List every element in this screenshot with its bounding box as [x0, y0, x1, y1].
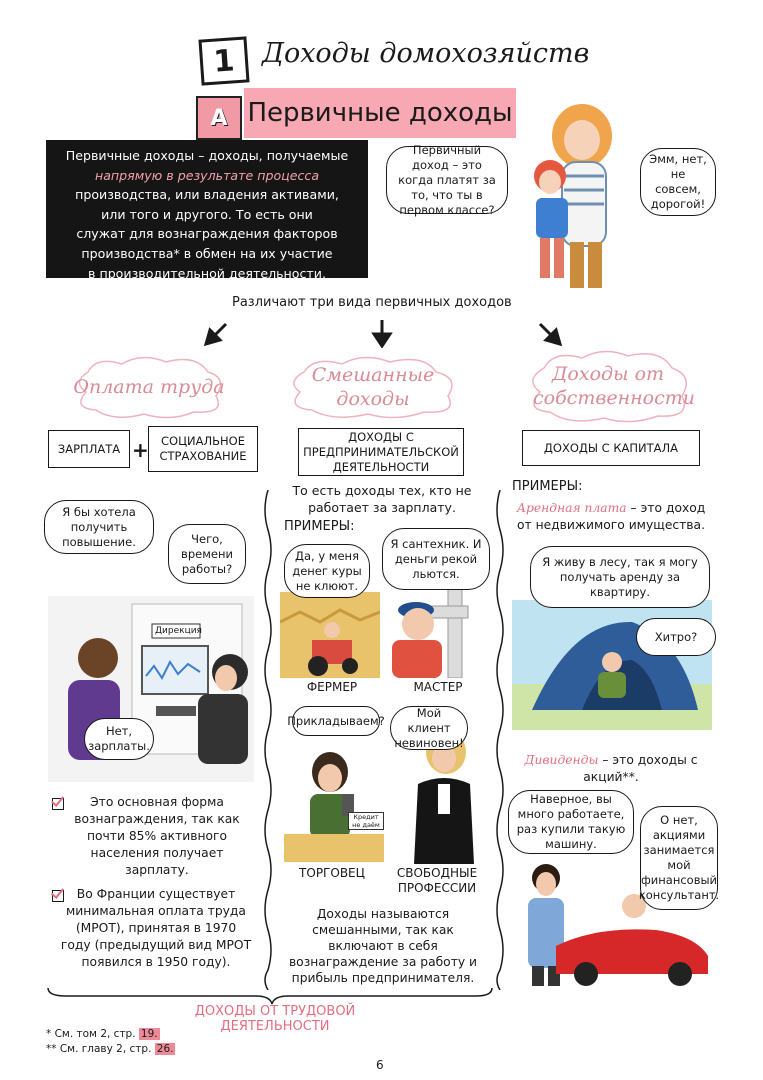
- cloud-property: Доходы от собственности: [520, 346, 696, 426]
- page-number: 6: [376, 1058, 384, 1072]
- box-capital-income: ДОХОДЫ С КАПИТАЛА: [522, 430, 700, 466]
- mother-speech-bubble: Эмм, нет, не совсем, дорогой!: [640, 148, 716, 216]
- definition-box: Первичные доходы – доходы, получаемые на…: [46, 140, 368, 281]
- box-salary: ЗАРПЛАТА: [48, 430, 130, 468]
- examples-label-middle: ПРИМЕРЫ:: [284, 519, 355, 534]
- bottom-brace: [47, 987, 493, 1005]
- mixed-conclusion: Доходы называются смешанными, так как вк…: [288, 907, 478, 985]
- trader-illustration: [284, 752, 384, 862]
- checkbox-icon: [52, 890, 64, 902]
- child-speech-bubble: Первичный доход – это когда платят за то…: [386, 143, 508, 217]
- chapter-title: Доходы домохозяйств: [262, 38, 590, 69]
- cloud-property-label: Доходы от собственности: [533, 363, 696, 409]
- note-minimum-wage: Во Франции существует минимальная оплата…: [60, 887, 252, 969]
- rent-definition: Арендная плата – это доход от недвижимог…: [516, 500, 706, 534]
- footnote-1-text: * См. том 2, стр.: [46, 1028, 136, 1040]
- car-speech-bubble-2: О нет, акциями занимается мой финансовый…: [639, 806, 719, 910]
- cloud-mixed: Смешанные доходы: [280, 352, 466, 422]
- office-illustration: [48, 596, 254, 782]
- card-sign: Кредит не даём: [348, 812, 384, 830]
- examples-label-right: ПРИМЕРЫ:: [512, 479, 583, 494]
- footnote-1-page[interactable]: 19.: [138, 1028, 160, 1040]
- divider-right: [496, 490, 504, 990]
- checkbox-icon: [52, 798, 64, 810]
- note-salary: Это основная форма вознаграждения, так к…: [74, 795, 240, 877]
- definition-line-4: служат для вознаграждения факторов: [76, 226, 338, 242]
- cloud-labor-label: Оплата труда: [73, 376, 225, 398]
- plumber-speech-bubble: Я сантехник. И деньги рекой льются.: [382, 528, 490, 590]
- trader-label: ТОРГОВЕЦ: [299, 866, 365, 880]
- section-letter-badge: A: [196, 96, 242, 140]
- dividends-def: – это доходы с акций**.: [583, 753, 698, 784]
- footnote-2-text: ** См. главу 2, стр.: [46, 1043, 152, 1055]
- chapter-number: 1: [198, 36, 250, 86]
- car-speech-bubble-1: Наверное, вы много работаете, раз купили…: [508, 790, 634, 854]
- mother-child-illustration: [534, 104, 612, 288]
- master-label: МАСТЕР: [413, 680, 463, 694]
- liberal-professions-label: СВОБОДНЫЕ ПРОФЕССИИ: [396, 866, 478, 895]
- plus-sign: +: [132, 438, 149, 462]
- dividends-definition: Дивиденды – это доходы с акций**.: [516, 752, 706, 786]
- footnote-1: * См. том 2, стр. 19.: [46, 1028, 160, 1040]
- definition-line-2: производства, или владения активами,: [75, 187, 339, 203]
- arrows: [203, 320, 563, 348]
- definition-line-5: производства* в обмен на их участие: [81, 245, 333, 261]
- definition-line-3: или того и другого. То есть они: [101, 206, 313, 222]
- rent-term: Арендная плата: [516, 501, 627, 515]
- footnote-2: ** См. главу 2, стр. 26.: [46, 1043, 176, 1055]
- box-social-insurance: СОЦИАЛЬНОЕ СТРАХОВАНИЕ: [148, 426, 258, 472]
- worker-reply-bubble: Нет, зарплаты.: [84, 718, 154, 760]
- tent-speech-bubble: Я живу в лесу, так я могу получать аренд…: [530, 546, 710, 608]
- trader-speech-bubble: Прикладываем?: [287, 706, 385, 736]
- bottom-label: ДОХОДЫ ОТ ТРУДОВОЙ ДЕЯТЕЛЬНОСТИ: [194, 1004, 356, 1034]
- car-illustration: [528, 864, 708, 986]
- lawyer-speech-bubble: Мой клиент невиновен!: [390, 706, 468, 750]
- boss-speech-bubble: Чего, времени работы?: [168, 524, 246, 584]
- definition-highlight: напрямую в результате процесса: [94, 167, 320, 183]
- footnote-2-page[interactable]: 26.: [154, 1043, 176, 1055]
- farmer-label: ФЕРМЕР: [306, 680, 358, 694]
- worker-speech-bubble: Я бы хотела получить повышение.: [44, 500, 154, 554]
- rent-def: – это доход от недвижимого имущества.: [516, 501, 706, 532]
- box-mixed-income: ДОХОДЫ С ПРЕДПРИНИМАТЕЛЬСКОЙ ДЕЯТЕЛЬНОСТ…: [298, 428, 464, 476]
- farmer-illustration: [280, 592, 380, 678]
- plumber-illustration: [392, 586, 469, 678]
- section-title: Первичные доходы: [244, 88, 516, 138]
- smart-speech-bubble: Хитро?: [636, 618, 716, 656]
- farmer-speech-bubble: Да, у меня денег куры не клюют.: [284, 544, 370, 598]
- dividends-term: Дивиденды: [524, 753, 599, 767]
- office-sign: Дирекция: [155, 626, 202, 636]
- cloud-mixed-label: Смешанные доходы: [311, 364, 435, 410]
- definition-line-6: в производительной деятельности.: [88, 265, 326, 281]
- cloud-labor: Оплата труда: [66, 352, 232, 422]
- mixed-description: То есть доходы тех, кто не работает за з…: [292, 483, 472, 515]
- intro-text: Различают три вида первичных доходов: [232, 295, 512, 310]
- divider-left: [264, 490, 272, 990]
- definition-line-1: Первичные доходы – доходы, получаемые: [65, 148, 349, 163]
